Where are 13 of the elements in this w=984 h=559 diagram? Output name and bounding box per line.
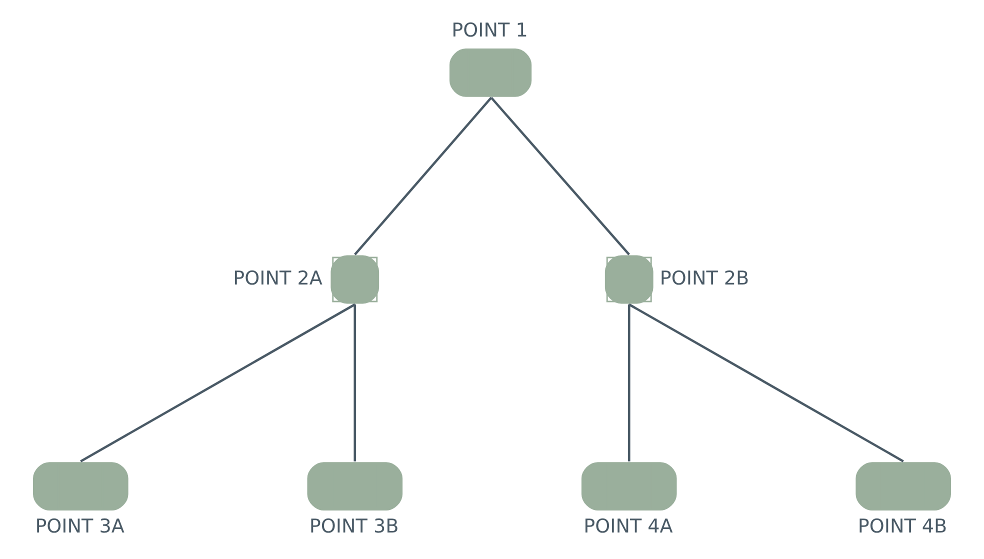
node-label: POINT 2B (660, 267, 750, 290)
node-label: POINT 4B (858, 515, 948, 538)
node-label: POINT 2A (233, 267, 322, 290)
node-label: POINT 1 (452, 20, 528, 42)
node-label: POINT 3B (309, 515, 399, 538)
connector (490, 96, 630, 256)
connector (354, 96, 492, 256)
node-label: POINT 3A (35, 515, 124, 538)
connector (80, 303, 356, 462)
connector (354, 304, 356, 462)
connector (628, 303, 904, 462)
node-label: POINT 4A (584, 515, 673, 538)
connector (628, 304, 630, 462)
